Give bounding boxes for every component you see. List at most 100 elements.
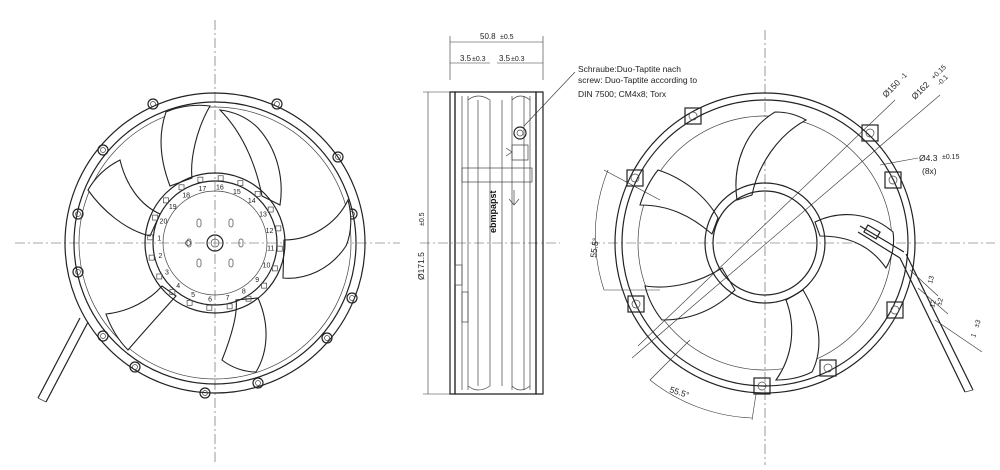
front-inner-ring xyxy=(73,101,357,385)
terminal-number: 9 xyxy=(255,277,259,284)
hole-tol: ±0.15 xyxy=(942,154,960,161)
screw-symbol xyxy=(505,126,529,206)
terminal-pad xyxy=(156,273,163,280)
terminal-number: 7 xyxy=(226,295,230,302)
terminal-number: 18 xyxy=(182,192,190,199)
terminal-pad xyxy=(275,225,282,232)
hole-dia-label: Ø4.3 xyxy=(919,153,938,163)
dia150-leader xyxy=(637,99,896,347)
terminal-number: 8 xyxy=(242,289,246,296)
front-hub-slots xyxy=(185,218,244,268)
dim13-label: 13 xyxy=(927,275,936,284)
terminal-number: 13 xyxy=(259,212,267,219)
terminal-pad xyxy=(217,175,224,182)
cable-dim-13 xyxy=(909,269,939,297)
terminal-number: 19 xyxy=(169,204,177,211)
screw-note-line1: Schraube:Duo-Taptite nach xyxy=(578,64,681,74)
terminal-pad xyxy=(148,254,155,261)
side-housing xyxy=(449,91,544,395)
cable-dim-tol: ±3 xyxy=(973,319,982,329)
terminal-pad xyxy=(271,265,278,272)
terminal-pad xyxy=(226,303,233,310)
diameter-label: Ø171.5 xyxy=(416,252,426,280)
terminal-pad xyxy=(261,282,267,289)
terminal-pad xyxy=(163,197,169,204)
angle2-label: 55.5° xyxy=(668,384,690,400)
front-cable xyxy=(37,317,89,403)
screw-note-leader xyxy=(523,71,576,127)
front-outer-ring xyxy=(64,92,366,394)
terminal-number: 12 xyxy=(266,228,274,235)
terminal-number: 10 xyxy=(263,262,271,269)
terminal-number: 2 xyxy=(158,253,162,260)
angle-ext-bottom-1 xyxy=(649,339,691,381)
terminal-pad xyxy=(169,289,176,295)
front-hub xyxy=(152,180,278,306)
terminal-pad xyxy=(237,180,244,187)
front-shaft-center xyxy=(210,238,220,248)
terminal-pad xyxy=(178,184,185,191)
terminal-number: 3 xyxy=(165,269,169,276)
offset-right-label: 3.5 xyxy=(499,54,511,63)
rear-view: Ø150 -1 Ø162 +0.15 -0.1 Ø4.3 ±0.15 (8x) … xyxy=(588,30,995,465)
rear-struts xyxy=(639,111,895,381)
terminal-number: 11 xyxy=(267,245,274,252)
front-impeller-blades xyxy=(87,104,352,373)
front-venturi xyxy=(78,106,352,380)
front-mounting-holes xyxy=(72,98,358,399)
terminal-pad xyxy=(267,206,274,213)
terminal-pad xyxy=(147,234,154,241)
offset-left-tol: ±0.3 xyxy=(472,56,486,63)
angle-arc-left xyxy=(595,169,609,291)
terminal-number: 6 xyxy=(208,296,212,303)
terminal-number: 17 xyxy=(199,186,207,193)
terminal-pad xyxy=(254,191,261,197)
terminal-pad xyxy=(152,214,159,221)
angle-arc-bottom xyxy=(649,379,753,419)
cable-dim-length xyxy=(934,319,983,353)
side-view: 50.8 ±0.5 3.5 ±0.3 3.5 ±0.3 Ø171.5 ±0.5 xyxy=(416,32,697,395)
hole-count: (8x) xyxy=(922,166,937,176)
dia150-tol: -1 xyxy=(899,72,908,81)
dia162-leader xyxy=(631,94,941,359)
width-tol: ±0.5 xyxy=(500,34,514,41)
rear-mounting-holes xyxy=(626,107,904,395)
offset-right-tol: ±0.3 xyxy=(511,56,525,63)
cable-dim-12 xyxy=(917,287,949,315)
screw-note-line3: DIN 7500; CM4x8; Torx xyxy=(578,89,667,99)
terminal-pad xyxy=(206,304,213,311)
rear-motor xyxy=(712,190,818,296)
angle-ext-left-1 xyxy=(603,169,661,201)
dim12-label: 12 xyxy=(929,299,938,308)
angle1-label: 55.5° xyxy=(588,237,601,258)
dia150-label: Ø150 xyxy=(880,77,902,99)
terminal-pad xyxy=(197,176,204,183)
terminal-pad xyxy=(245,295,252,302)
front-shaft xyxy=(206,234,224,252)
hole-leader xyxy=(879,157,919,166)
screw-note-line2: screw: Duo-Taptite according to xyxy=(578,75,697,85)
rear-motor-ring xyxy=(704,182,826,304)
cable-dim-label: 1 xyxy=(970,333,978,339)
terminal-pad xyxy=(186,299,193,306)
terminal-number: 1 xyxy=(157,236,161,243)
terminal-number: 16 xyxy=(216,185,224,192)
terminal-number: 15 xyxy=(233,189,241,196)
terminal-pad xyxy=(276,245,283,252)
rear-outer-ring xyxy=(614,92,916,394)
brand-logo: ebmpapst xyxy=(488,190,498,233)
offset-left-label: 3.5 xyxy=(460,54,472,63)
width-label: 50.8 xyxy=(480,32,496,41)
rear-inner-ring xyxy=(621,99,909,387)
dia162-label: Ø162 xyxy=(909,79,931,101)
front-hub-ring xyxy=(144,172,286,314)
terminal-number: 14 xyxy=(248,198,256,205)
angle-ext-bottom-2 xyxy=(751,393,757,421)
terminal-number: 20 xyxy=(160,219,168,226)
front-hub-inner xyxy=(162,190,268,296)
diameter-tol: ±0.5 xyxy=(419,212,426,226)
terminal-number: 4 xyxy=(176,283,180,290)
